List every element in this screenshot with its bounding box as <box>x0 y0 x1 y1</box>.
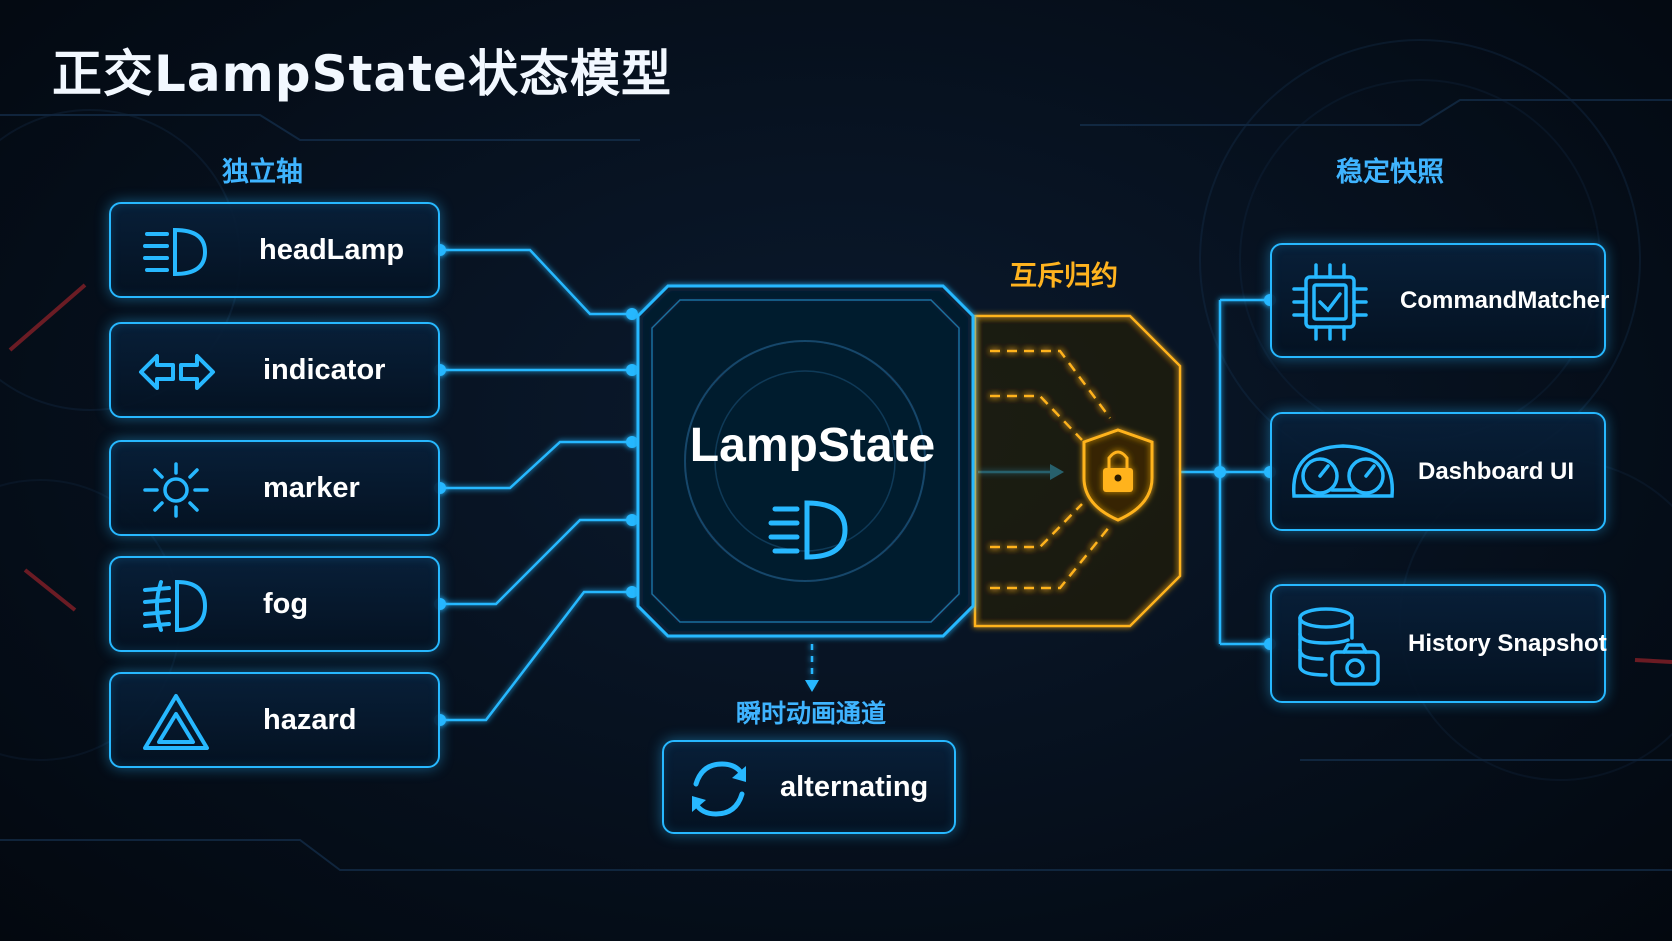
transient-label-alternating: alternating <box>780 770 929 803</box>
consumer-node-history[interactable]: History Snapshot <box>1270 584 1607 703</box>
axis-node-headlamp[interactable]: headLamp <box>109 202 440 298</box>
axis-label-indicator: indicator <box>263 353 386 386</box>
connector-hazard <box>440 590 632 722</box>
stable-snapshot-label: 稳定快照 <box>1336 157 1444 188</box>
mutual-exclusion-label: 互斥归约 <box>1010 261 1118 292</box>
consumer-label-commandmatcher: CommandMatcher <box>1400 286 1610 314</box>
core-lampstate-label: LampState <box>689 419 936 472</box>
axis-label-fog: fog <box>263 587 309 620</box>
consumer-node-dashboard[interactable]: Dashboard UI <box>1270 412 1606 531</box>
connector-headlamp <box>440 248 632 316</box>
marker-light-icon <box>143 462 209 518</box>
chip-check-icon <box>1292 263 1368 341</box>
transient-node-alternating[interactable]: alternating <box>662 740 956 834</box>
shield-lock-icon <box>1082 428 1154 522</box>
axis-node-fog[interactable]: fog <box>109 556 440 652</box>
page-title: 正交LampState状态模型 <box>52 45 672 103</box>
indicator-arrows-icon <box>139 354 215 390</box>
fog-light-icon <box>143 579 208 633</box>
hazard-triangle-icon <box>143 694 209 750</box>
axis-node-marker[interactable]: marker <box>109 440 440 536</box>
axis-label-hazard: hazard <box>263 703 357 736</box>
independent-axes-label: 独立轴 <box>222 157 303 188</box>
consumer-node-commandmatcher[interactable]: CommandMatcher <box>1270 243 1610 358</box>
connector-marker <box>440 440 632 490</box>
core-headlamp-icon <box>768 500 848 560</box>
axis-node-indicator[interactable]: indicator <box>109 322 440 418</box>
axis-node-hazard[interactable]: hazard <box>109 672 440 768</box>
consumer-label-history: History Snapshot <box>1408 629 1607 657</box>
headlamp-icon <box>143 227 208 277</box>
connector-fog <box>440 518 632 606</box>
transient-channel-label: 瞬时动画通道 <box>736 699 887 728</box>
refresh-cycle-icon <box>692 761 746 817</box>
consumer-label-dashboard: Dashboard UI <box>1418 457 1575 485</box>
gauge-cluster-icon <box>1292 444 1394 498</box>
mutual-exclusion-panel <box>973 314 1182 628</box>
axis-label-headlamp: headLamp <box>259 233 405 266</box>
database-camera-icon <box>1298 607 1380 686</box>
axis-label-marker: marker <box>263 471 360 504</box>
arrowhead-transient <box>805 680 819 692</box>
